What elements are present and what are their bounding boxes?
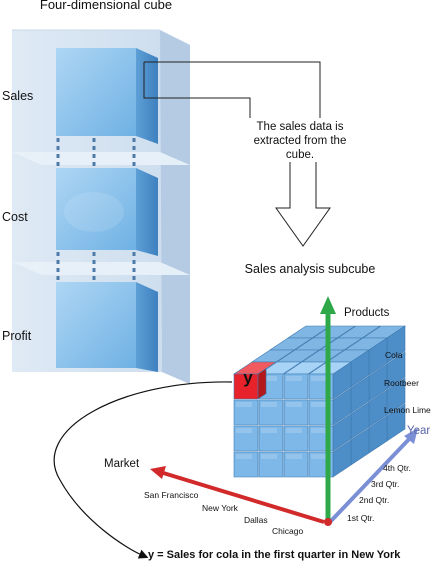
- cell-highlight: [261, 376, 277, 381]
- cell-highlight: [236, 402, 252, 407]
- subcube-title: Sales analysis subcube: [244, 262, 376, 276]
- subcube-front-cell: [283, 373, 309, 400]
- cell-highlight: [311, 376, 327, 381]
- product-lemon-lime: Lemon Lime: [384, 405, 431, 415]
- year-axis: [328, 428, 418, 524]
- cell-highlight: [261, 454, 277, 459]
- highlight-cell-label: y: [243, 368, 253, 387]
- cell-highlight: [261, 428, 277, 433]
- axis-origin: [324, 518, 332, 526]
- year-label: Year: [407, 425, 431, 437]
- subcube-front-cell: [283, 399, 309, 426]
- cell-highlight: [261, 402, 277, 407]
- pointer-curve: [53, 381, 233, 559]
- cell-highlight: [286, 428, 302, 433]
- subcube-front-cell: [233, 451, 259, 478]
- subcube-front-cell: [258, 451, 284, 478]
- cell-highlight: [236, 428, 252, 433]
- product-cola: Cola: [385, 350, 403, 360]
- sales-block: [56, 48, 158, 144]
- market-axis: [150, 466, 325, 524]
- subcube-front-cell: [233, 399, 259, 426]
- market-dallas: Dallas: [244, 515, 268, 525]
- cell-highlight: [286, 402, 302, 407]
- cost-block: [56, 168, 158, 256]
- highlight-cell-side: [257, 368, 267, 400]
- extract-note-frame: [248, 118, 350, 162]
- extract-arrow: [143, 61, 331, 247]
- measure-profit: Profit: [2, 329, 32, 343]
- market-new-york: New York: [202, 503, 238, 513]
- market-chicago: Chicago: [272, 526, 304, 536]
- cell-highlight: [286, 454, 302, 459]
- cell-highlight: [311, 428, 327, 433]
- year-q1: 1st Qtr.: [347, 513, 375, 523]
- product-rootbeer: Rootbeer: [384, 378, 419, 388]
- sales-subcube: [233, 325, 406, 478]
- year-q4: 4th Qtr.: [383, 463, 411, 473]
- cell-highlight: [236, 454, 252, 459]
- left-title: Four-dimensional cube: [39, 0, 173, 12]
- products-axis: [320, 296, 336, 520]
- measure-sales: Sales: [2, 89, 34, 103]
- cell-highlight: [311, 402, 327, 407]
- subcube-front-cell: [283, 451, 309, 478]
- cell-highlight: [286, 376, 302, 381]
- products-label: Products: [344, 307, 390, 319]
- caption: y = Sales for cola in the first quarter …: [148, 549, 401, 561]
- year-q2: 2nd Qtr.: [359, 495, 390, 505]
- year-q3: 3rd Qtr.: [371, 479, 400, 489]
- market-san-francisco: San Francisco: [144, 490, 199, 500]
- market-label: Market: [104, 458, 140, 470]
- subcube-front-cell: [283, 425, 309, 452]
- four-dimensional-cube: [12, 29, 190, 384]
- subcube-front-cell: [233, 425, 259, 452]
- extract-note: The sales data is extracted from the cub…: [253, 121, 347, 161]
- subcube-front-cell: [258, 425, 284, 452]
- cell-highlight: [311, 454, 327, 459]
- profit-block: [56, 282, 158, 372]
- measure-cost: Cost: [2, 210, 28, 224]
- subcube-front-cell: [258, 399, 284, 426]
